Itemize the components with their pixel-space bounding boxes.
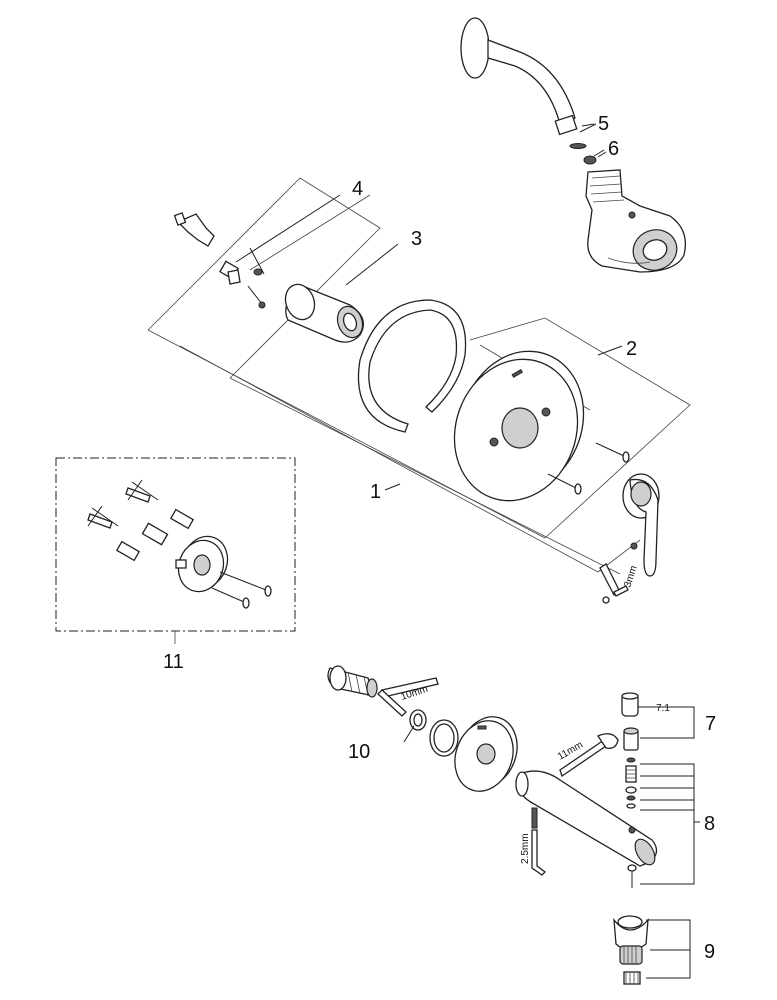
crossed-parts bbox=[87, 479, 159, 529]
callout-9: 9 bbox=[704, 941, 715, 963]
hex-key-3mm bbox=[599, 542, 638, 604]
small-plate bbox=[175, 535, 229, 593]
hex-key-2-5mm bbox=[531, 807, 546, 876]
wall-flange bbox=[460, 17, 490, 79]
callout-7-1: 7.1 bbox=[656, 703, 670, 714]
callout-2: 2 bbox=[626, 338, 637, 360]
callout-11: 11 bbox=[163, 651, 184, 673]
wrench-11mm bbox=[559, 733, 619, 778]
callout-6: 6 bbox=[608, 138, 619, 160]
shower-arm-assembly bbox=[460, 17, 595, 136]
lever-handle bbox=[622, 473, 660, 577]
shower-arm bbox=[487, 39, 576, 125]
spacers bbox=[115, 508, 195, 562]
diverter-kit-8 bbox=[625, 757, 637, 888]
callout-4: 4 bbox=[352, 178, 363, 200]
split-ring bbox=[357, 299, 467, 433]
shower-head bbox=[585, 169, 687, 273]
callout-10: 10 bbox=[348, 741, 370, 763]
callout-1: 1 bbox=[370, 481, 381, 503]
escutcheon-plate-2 bbox=[453, 350, 585, 502]
arm-end-thread bbox=[554, 114, 578, 136]
tool-label-3mm: 3mm bbox=[622, 564, 639, 589]
diverter-parts-7 bbox=[621, 692, 639, 751]
mounting-screws bbox=[547, 442, 630, 495]
aerator-9 bbox=[613, 915, 649, 985]
washer-5 bbox=[569, 143, 587, 149]
adapter-10 bbox=[327, 665, 378, 698]
sleeve-3 bbox=[284, 283, 364, 343]
callout-7: 7 bbox=[705, 713, 716, 735]
leader-lines bbox=[235, 123, 700, 979]
callout-labels: 1 2 3 4 5 6 7 7.1 8 9 10 11 bbox=[163, 113, 716, 963]
tub-spout bbox=[515, 770, 658, 867]
box-11-variant bbox=[55, 457, 296, 644]
callout-3: 3 bbox=[411, 228, 422, 250]
cartridge-parts-4 bbox=[173, 212, 266, 309]
spout-flange bbox=[454, 716, 518, 792]
flow-restrictor-6 bbox=[583, 151, 607, 165]
o-rings bbox=[409, 709, 459, 757]
callout-5: 5 bbox=[598, 113, 609, 135]
tool-label-2-5mm: 2.5mm bbox=[520, 833, 531, 864]
callout-8: 8 bbox=[704, 813, 715, 835]
wrench-10mm bbox=[377, 677, 439, 717]
